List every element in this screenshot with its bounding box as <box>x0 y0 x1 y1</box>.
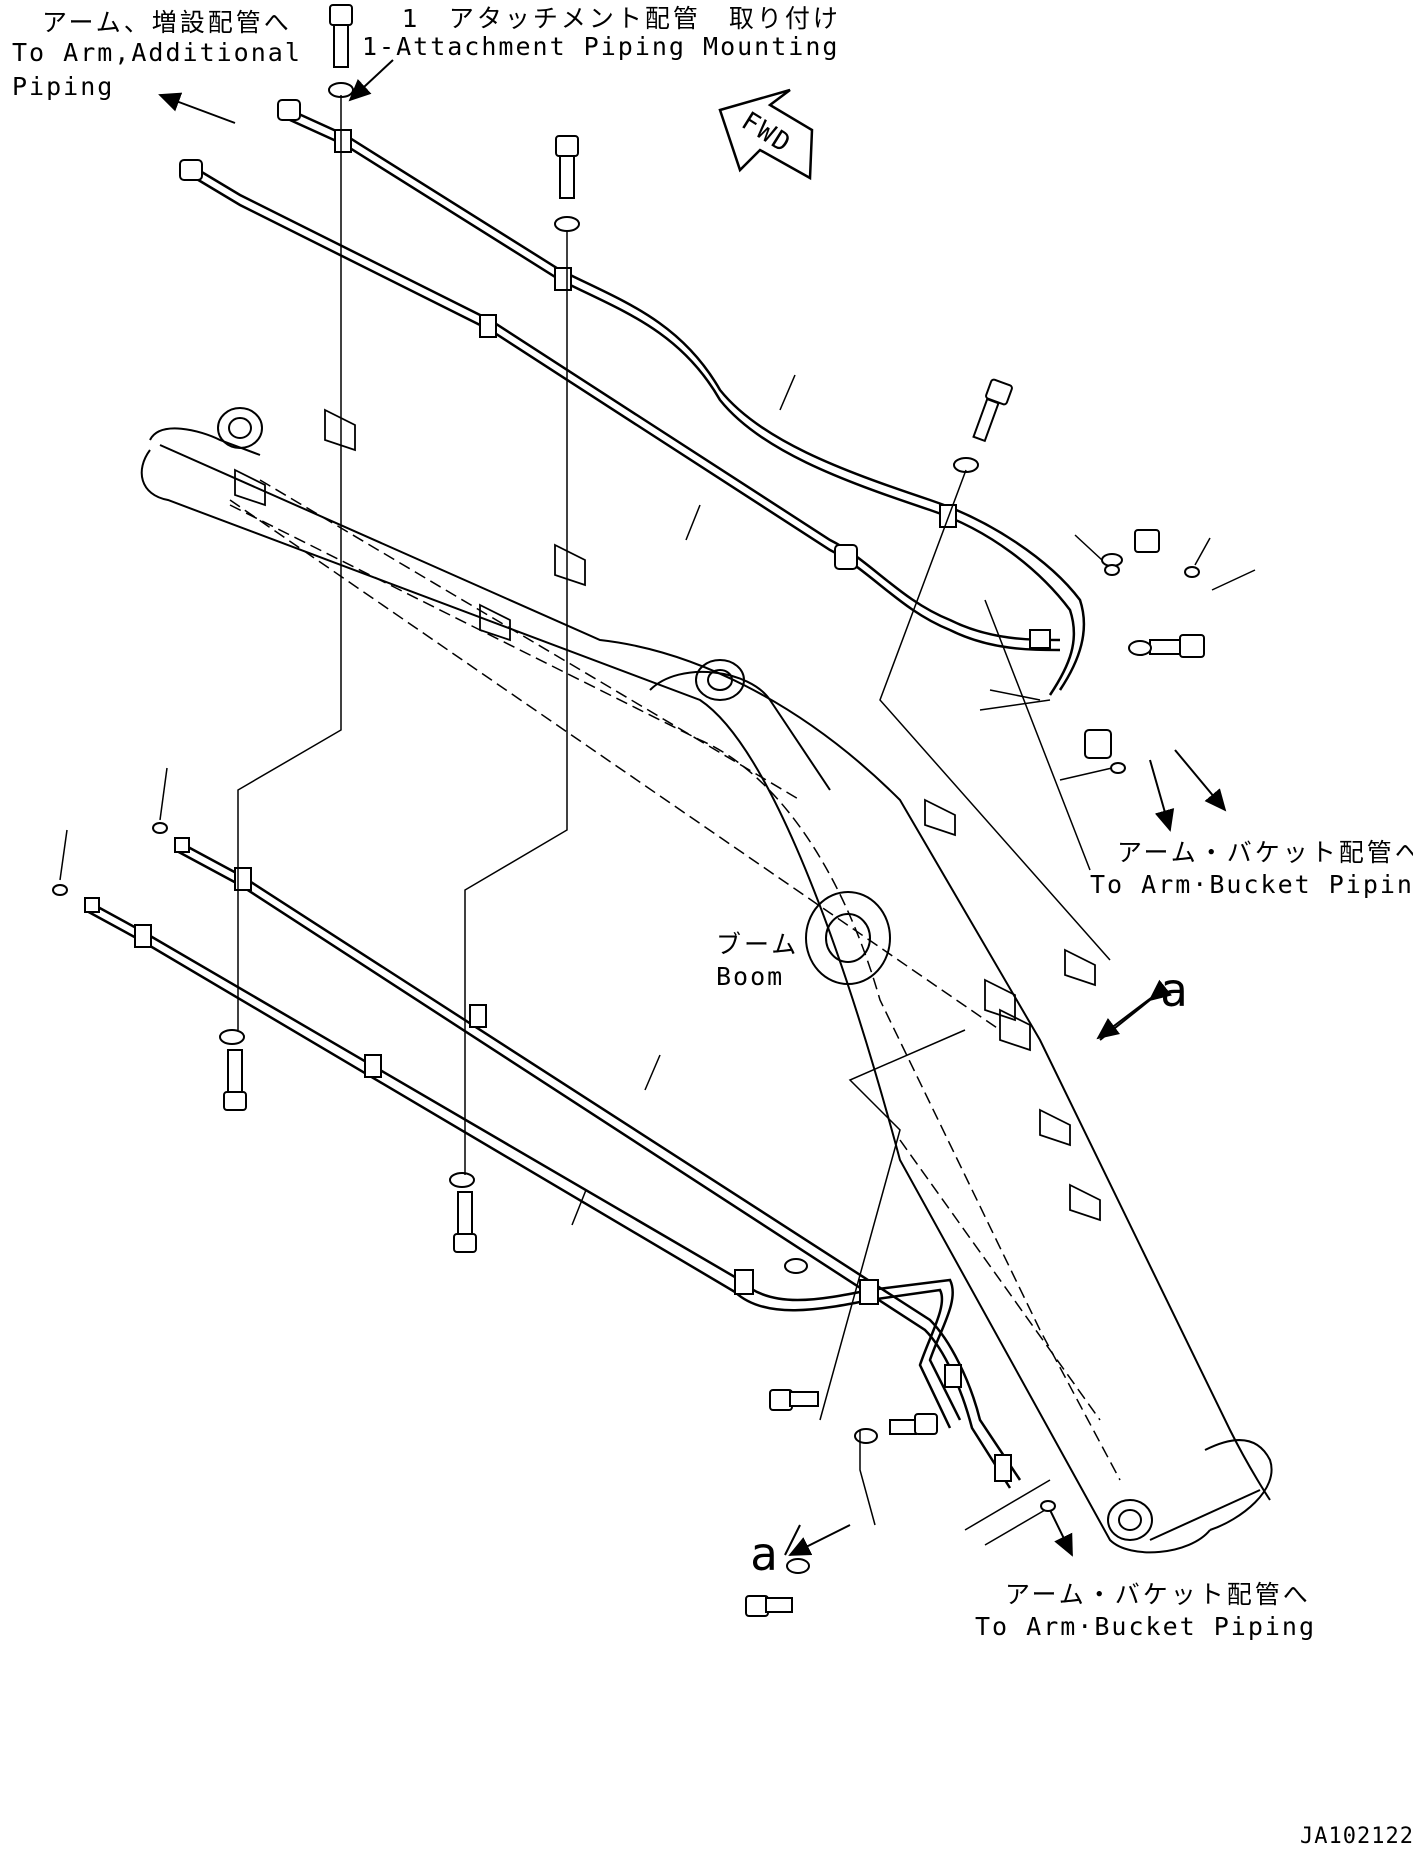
boom-ja: ブーム <box>716 930 800 959</box>
to-arm-bucket-bottom-ja: アーム・バケット配管へ <box>1005 1580 1311 1609</box>
to-arm-additional-ja: アーム、増設配管へ <box>42 8 292 37</box>
reference-a-arrows <box>784 994 1156 1556</box>
upper-attachment-pipes <box>189 108 1086 696</box>
assembly-leader-lines <box>237 95 1111 1531</box>
drawing-code: JA102122 <box>1300 1824 1413 1849</box>
boom-hidden-lines <box>229 479 1121 1481</box>
bolts-and-washers <box>52 4 1205 1617</box>
boom-body <box>140 407 1273 1554</box>
lower-pipe-clamps <box>84 837 1012 1482</box>
attachment-mounting-en: 1-Attachment Piping Mounting <box>362 32 840 61</box>
boom-clamp-brackets <box>234 408 1101 1222</box>
upper-pipe-clamps <box>179 99 1112 759</box>
lower-attachment-pipes <box>84 838 1022 1489</box>
to-arm-bucket-right-en: To Arm·Bucket Piping <box>1090 870 1413 899</box>
to-arm-additional-en-1: To Arm,Additional <box>12 38 302 67</box>
attachment-mounting-ja: 1 アタッチメント配管 取り付け <box>402 4 841 33</box>
part-reference-leaders <box>59 374 1256 1546</box>
to-arm-additional-en-2: Piping <box>12 72 115 101</box>
ref-a-bottom: a <box>750 1527 780 1581</box>
to-arm-bucket-bottom-en: To Arm·Bucket Piping <box>975 1612 1317 1641</box>
to-arm-bucket-right-ja: アーム・バケット配管へ <box>1117 838 1413 867</box>
fwd-arrow-icon <box>718 88 814 181</box>
ref-a-right: a <box>1160 963 1190 1017</box>
boom-en: Boom <box>716 962 785 991</box>
